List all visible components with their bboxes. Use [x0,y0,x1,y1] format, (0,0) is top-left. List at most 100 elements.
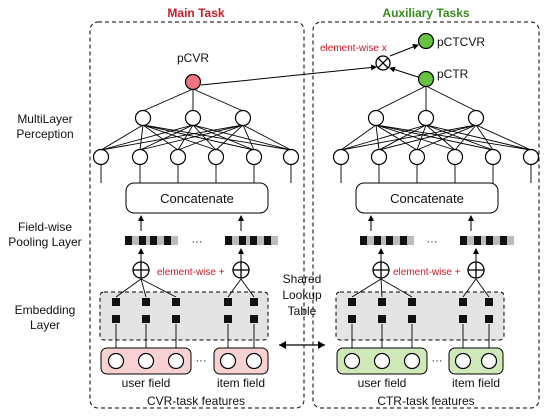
pooling-cell [400,236,407,245]
concatenate-label-right: Concatenate [390,191,464,206]
right-mlp-edge [375,124,532,151]
embedding-cell [378,298,386,306]
embedding-cell [224,315,232,323]
label-layer: Layer [30,318,60,332]
pooling-cell [393,236,400,245]
input-node [137,352,155,370]
mlp-nodes [92,109,540,166]
label-perception: Perception [16,127,73,141]
auxiliary-tasks-panel [312,21,540,409]
pooling-cell [467,236,474,245]
input-node [343,352,361,370]
embedding-to-sum-edge [475,278,490,298]
embedding-to-sum-edge [380,278,383,298]
embedding-cell [172,315,180,323]
field-ellipsis-right: ··· [432,355,443,367]
input-node [480,352,498,370]
right-hidden-node [408,148,426,166]
pooling-cell [367,236,374,245]
pctr-node [417,70,435,88]
embedding-cell [172,298,180,306]
pool-ellipsis-left: ··· [192,236,203,248]
embedding-cell [408,298,416,306]
left-mlp-edge [215,124,244,151]
sum-node-right-item [467,248,485,279]
embedding-cell [142,315,150,323]
left-hidden-node [169,148,187,166]
right-mlp-edge [375,124,494,151]
embedding-to-sum-edge [227,278,242,298]
right-hidden-node [467,109,485,127]
label-pooling-layer: Pooling Layer [8,235,81,249]
right-mlp-edge [475,124,494,151]
pctcvr-node [417,32,435,50]
pctr-label: pCTR [437,67,469,81]
right-hidden-node [417,109,435,127]
sum-node-left-user [132,248,150,279]
right-mlp-edge [340,124,427,151]
embedding-cell [459,298,467,306]
pooling-cell [146,236,153,245]
input-node [245,352,263,370]
item-field-label-right: item field [452,376,500,390]
right-mlp-edge [454,124,477,151]
right-mlp-edge [375,124,456,151]
left-hidden-node [134,109,152,127]
pctr-to-multiply-edge [389,66,419,78]
lookup-label: Lookup [282,288,322,302]
left-mlp-edge [177,124,194,151]
left-mlp-edge [139,124,194,151]
right-mlp-edge [475,124,532,151]
embedding-cell [348,315,356,323]
pooling-cell [386,236,393,245]
pooling-cell [250,236,257,245]
right-hidden-node [446,148,464,166]
embedding-area-left [99,291,269,341]
right-hidden-node [332,148,350,166]
pooling-cell [460,236,467,245]
shared-arrow [279,341,325,349]
pooling-blocks [125,236,514,245]
ctr-task-features-label: CTR-task features [377,394,474,408]
multiply-node [375,55,391,71]
input-node [403,352,421,370]
left-mlp-edge [100,124,244,151]
left-mlp-edge [100,124,144,151]
left-mlp-edge [192,124,217,151]
embedding-area-right [335,291,505,341]
left-mlp-edge [142,124,217,151]
left-mlp-edge [139,124,244,151]
input-node [373,352,391,370]
right-mlp-edge [425,124,456,151]
right-mlp-edge [375,85,427,112]
concatenate-label-left: Concatenate [160,191,234,206]
pooling-cell [246,236,253,245]
embedding-cell [459,315,467,323]
pooling-cell [125,236,132,245]
right-mlp-edge [375,124,380,151]
label-multilayer: MultiLayer [17,112,72,126]
left-mlp-edge [100,124,194,151]
pooling-cell [271,236,278,245]
input-node [454,352,472,370]
shared-label: Shared [283,272,322,286]
left-mlp-edge [142,124,179,151]
input-node [219,352,237,370]
left-mlp-edge [192,88,244,112]
embedding-cell [142,298,150,306]
pooling-cell [157,236,164,245]
pooling-cell [264,236,271,245]
left-mlp-edge [142,124,255,151]
embedding-to-sum-edge [115,278,142,298]
right-mlp-edge [425,124,532,151]
pooling-cell [481,236,488,245]
input-node [167,352,185,370]
left-hidden-node [234,109,252,127]
right-mlp-edge [425,124,494,151]
user-field-label-left: user field [122,376,171,390]
pcvr-label: pCVR [177,51,209,65]
cvr-task-features-label: CVR-task features [147,394,245,408]
concatenate-box-right [355,182,499,214]
right-mlp-edge [416,124,477,151]
